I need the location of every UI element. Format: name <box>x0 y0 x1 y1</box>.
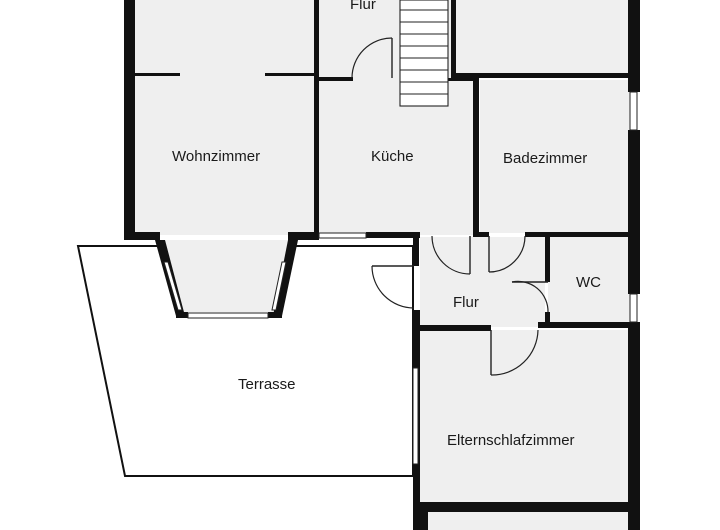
wall-wc-left-b <box>545 312 550 327</box>
door-terrace <box>371 265 415 309</box>
label-elternschlafzimmer: Elternschlafzimmer <box>447 432 575 449</box>
label-flur-mid: Flur <box>453 294 479 311</box>
label-flur-top: Flur <box>350 0 376 13</box>
doors <box>351 37 549 376</box>
wall-top-right-bottom <box>451 73 632 78</box>
wall-upper-left-b <box>265 73 315 76</box>
wall-bay-bottom-a <box>176 312 188 318</box>
label-kueche: Küche <box>371 148 414 165</box>
wall-kueche-bad <box>473 78 479 235</box>
window-kueche-bottom <box>318 232 367 239</box>
wall-flur-bottom-a <box>419 325 491 331</box>
room-labels: Flur Wohnzimmer Küche Badezimmer WC Flur… <box>172 0 601 449</box>
wall-left-exterior <box>124 0 135 240</box>
wall-wohn-bottom-a <box>124 232 160 240</box>
wall-upper-left-a <box>135 73 180 76</box>
wall-right-exterior-a <box>628 0 640 92</box>
door-flur-top <box>351 37 393 79</box>
room-eltern-floor <box>420 330 630 502</box>
wall-flur-left-a <box>413 236 419 266</box>
room-wohnzimmer-floor <box>135 75 315 235</box>
door-bad-flur <box>488 235 526 273</box>
wall-right-exterior-b <box>628 130 640 294</box>
door-eltern <box>490 329 539 376</box>
wall-kueche-bottom <box>366 232 420 238</box>
wall-bay-right <box>273 240 298 316</box>
window-bad-right <box>629 91 638 131</box>
staircase <box>399 0 449 107</box>
label-wohnzimmer: Wohnzimmer <box>172 148 260 165</box>
label-terrasse: Terrasse <box>238 376 296 393</box>
window-bay-bottom <box>187 312 269 319</box>
wall-wohn-kueche <box>314 0 319 236</box>
room-wc-floor <box>548 237 630 322</box>
room-top-right-floor <box>455 0 630 75</box>
door-wc <box>511 280 549 313</box>
door-kueche-flur <box>431 235 471 275</box>
wall-wc-left-a <box>545 236 550 282</box>
window-wc-right <box>629 293 638 323</box>
label-wc: WC <box>576 274 601 291</box>
room-bay-floor <box>160 240 295 312</box>
wall-flur-right <box>451 0 456 78</box>
wall-right-exterior-c <box>628 322 640 530</box>
windows <box>163 91 638 465</box>
window-eltern-terrace <box>412 367 419 465</box>
wall-bottom <box>413 502 635 512</box>
room-badezimmer-floor <box>480 80 630 233</box>
wall-bay-bottom-b <box>268 312 282 318</box>
label-badezimmer: Badezimmer <box>503 150 587 167</box>
wall-bad-bottom-a <box>473 232 489 237</box>
wall-wohn-bottom-b <box>288 232 319 240</box>
wall-flur-bottom-b <box>538 322 633 328</box>
window-bay-right <box>271 261 287 311</box>
wall-kueche-top-right <box>448 78 478 81</box>
wall-bottom-left-stub <box>420 512 428 530</box>
window-bay-left <box>163 261 183 311</box>
wall-kueche-top <box>315 77 353 81</box>
wall-bad-bottom-b <box>525 232 635 237</box>
room-top-left-floor <box>135 0 315 75</box>
room-bottom-floor <box>428 512 628 530</box>
